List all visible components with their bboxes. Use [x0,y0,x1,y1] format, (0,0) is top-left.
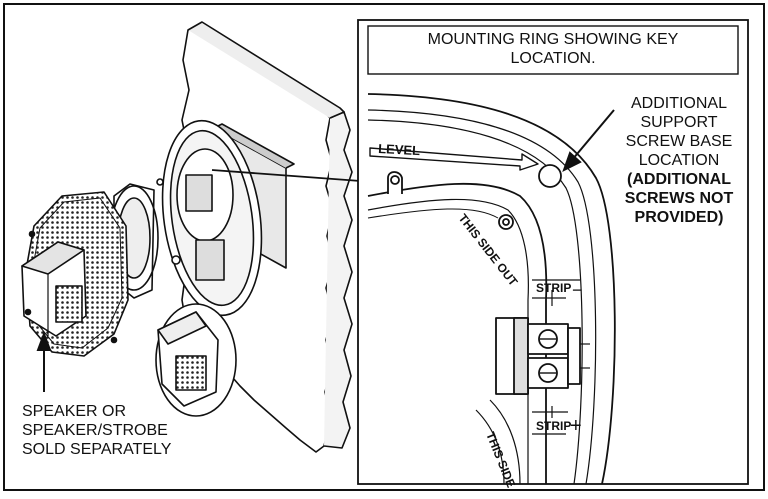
speaker-line-2: SPEAKER/STROBE [22,422,168,439]
speaker-callout: SPEAKER OR SPEAKER/STROBE SOLD SEPARATEL… [22,402,171,459]
title-line-2: LOCATION. [510,50,596,67]
speaker-line-3: SOLD SEPARATELY [22,441,172,458]
support-line-3: SCREW BASE [625,133,733,150]
support-bold-line-3: PROVIDED) [634,209,724,226]
support-screw-base [538,164,562,188]
ring-inner-edge [367,182,548,484]
strip-gauge-top [532,279,580,306]
support-line-4: LOCATION [638,152,720,169]
terminal-block [495,317,590,395]
speaker-line-1: SPEAKER OR [22,403,127,420]
strip-gauge-bottom [532,406,568,435]
support-line-2: SUPPORT [640,114,718,131]
support-bold-line-2: SCREWS NOT [624,190,734,207]
ring-outer-edge [367,93,616,484]
detail-view: LEVEL THIS SIDE OUT THIS SIDE STRIP − ST… [357,19,749,490]
support-arrow [562,109,615,173]
detail-panel [357,19,749,485]
title-box [367,25,739,75]
outer-frame [3,3,765,491]
title-line-1: MOUNTING RING SHOWING KEY [427,31,679,48]
strip-sign-top: − [572,280,583,300]
title-callout: MOUNTING RING SHOWING KEY LOCATION. [368,30,738,68]
strip-sign-bottom: + [570,415,582,437]
strip-label-top: STRIP [536,281,571,295]
support-callout: ADDITIONAL SUPPORT SCREW BASE LOCATION (… [616,94,742,227]
support-bold-line-1: (ADDITIONAL [627,171,731,188]
speaker-arrow [36,331,52,392]
strip-label-bottom: STRIP [536,419,571,433]
support-line-1: ADDITIONAL [630,95,727,112]
level-arrow [369,147,539,171]
exploded-assembly [21,21,353,453]
level-label: LEVEL [378,141,421,158]
